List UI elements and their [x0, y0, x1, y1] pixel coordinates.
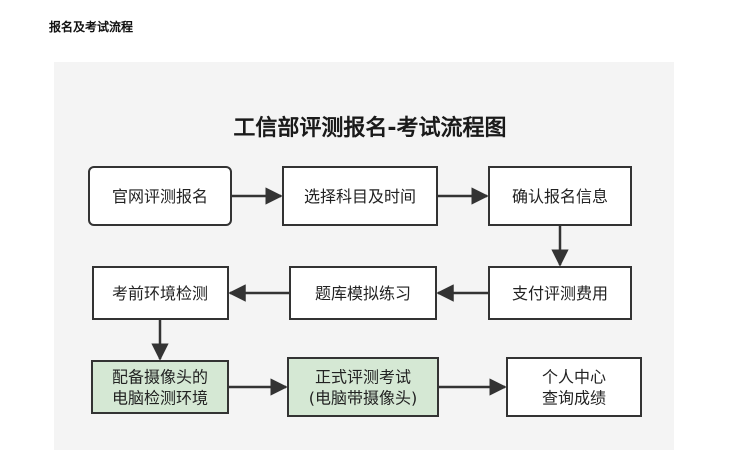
step-label-line: 配备摄像头的	[112, 368, 208, 387]
step-practice-questions: 题库模拟练习	[289, 266, 437, 320]
step-query-results: 个人中心查询成绩	[506, 357, 642, 417]
step-label: 选择科目及时间	[304, 187, 416, 206]
step-label-line: 选择科目及时间	[304, 187, 416, 206]
step-label: 配备摄像头的电脑检测环境	[112, 368, 208, 408]
step-label: 支付评测费用	[512, 284, 608, 303]
step-label-line: 个人中心	[542, 368, 606, 387]
step-confirm-info: 确认报名信息	[488, 166, 632, 226]
step-label-line: 查询成绩	[542, 389, 606, 408]
step-label: 正式评测考试 (电脑带摄像头)	[309, 368, 418, 408]
step-label: 官网评测报名	[112, 187, 208, 206]
step-select-subject-time: 选择科目及时间	[282, 166, 438, 226]
step-label: 确认报名信息	[512, 187, 608, 206]
step-label-line: (电脑带摄像头)	[309, 389, 418, 408]
step-label-line: 确认报名信息	[512, 187, 608, 206]
step-label-line: 考前环境检测	[112, 284, 208, 303]
step-environment-check: 考前环境检测	[92, 266, 229, 320]
diagram-title: 工信部评测报名-考试流程图	[233, 115, 506, 141]
step-label-line: 正式评测考试	[315, 368, 411, 387]
step-label-line: 官网评测报名	[112, 187, 208, 206]
step-label-line: 电脑检测环境	[112, 389, 208, 408]
step-label-line: 支付评测费用	[512, 284, 608, 303]
step-label-line: 题库模拟练习	[315, 284, 411, 303]
step-label: 个人中心查询成绩	[542, 368, 606, 408]
step-formal-exam: 正式评测考试 (电脑带摄像头)	[287, 357, 439, 417]
section-heading: 报名及考试流程	[49, 20, 134, 34]
step-camera-computer-check: 配备摄像头的电脑检测环境	[91, 360, 229, 414]
step-label: 考前环境检测	[112, 284, 208, 303]
step-official-registration: 官网评测报名	[88, 166, 232, 226]
step-pay-fee: 支付评测费用	[488, 266, 632, 320]
step-label: 题库模拟练习	[315, 284, 411, 303]
